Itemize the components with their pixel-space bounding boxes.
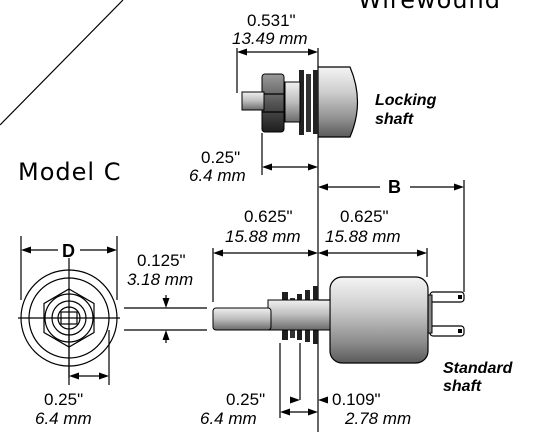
locking-washer xyxy=(306,74,311,132)
locking-dim-bushing-in: 0.25" xyxy=(201,148,240,167)
locking-housing xyxy=(317,66,359,138)
standard-shaft-label-1: Standard xyxy=(443,360,514,377)
front-view xyxy=(18,236,120,385)
standard-dim-dia-mm: 3.18 mm xyxy=(127,270,193,289)
standard-dim-body-mm: 15.88 mm xyxy=(325,227,401,246)
locking-shaft-label-1: Locking xyxy=(375,92,437,109)
header-title-fragment: Wirewound xyxy=(358,0,501,14)
standard-dim-nut-mm: 2.78 mm xyxy=(344,409,411,428)
locking-washer xyxy=(313,70,318,134)
locking-bushing xyxy=(284,81,301,123)
standard-shaft-detail xyxy=(124,180,465,418)
model-label: Model C xyxy=(18,158,121,186)
locking-dim-bushing-mm: 6.4 mm xyxy=(189,166,246,185)
standard-dim-shaft-in: 0.625" xyxy=(244,207,293,226)
locking-dim-top-mm: 13.49 mm xyxy=(232,29,308,48)
standard-shaft-label-2: shaft xyxy=(443,378,482,395)
bushing xyxy=(267,299,331,331)
locking-shaft xyxy=(241,91,265,111)
shaft xyxy=(212,307,272,331)
standard-dim-bushing-in: 0.25" xyxy=(226,390,265,409)
locking-dim-top-in: 0.531" xyxy=(247,11,296,30)
locking-nut xyxy=(261,73,285,133)
standard-dim-dia-in: 0.125" xyxy=(137,251,186,270)
locking-shaft-detail xyxy=(236,48,359,432)
front-dim-flat-in: 0.25" xyxy=(44,390,83,409)
front-dim-flat-mm: 6.4 mm xyxy=(35,409,92,428)
standard-dim-shaft-mm: 15.88 mm xyxy=(225,227,301,246)
locking-washer xyxy=(299,70,304,135)
standard-dim-bushing-mm: 6.4 mm xyxy=(200,409,257,428)
pot-body xyxy=(329,276,429,364)
locking-shaft-label-2: shaft xyxy=(375,111,414,128)
front-dim-D: D xyxy=(62,241,75,261)
standard-dim-B: B xyxy=(388,177,401,197)
standard-dim-nut-in: 0.109" xyxy=(332,390,381,409)
decorative-diagonal-line xyxy=(0,0,124,126)
standard-dim-body-in: 0.625" xyxy=(340,207,389,226)
